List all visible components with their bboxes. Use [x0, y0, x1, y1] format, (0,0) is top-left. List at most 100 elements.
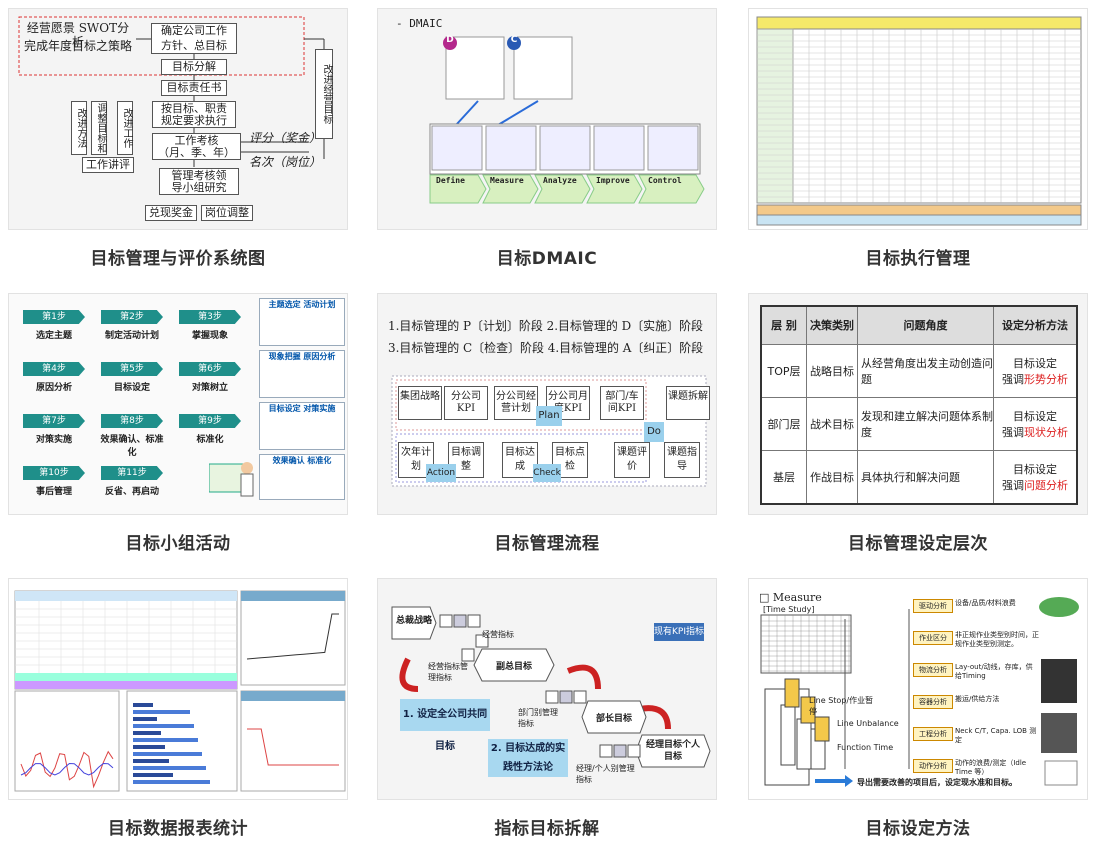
process-line-2: 3.目标管理的 C〔检查〕阶段 4.目标管理的 A〔纠正〕阶段 [388, 341, 704, 356]
method-tag-4: 容器分析 [913, 695, 953, 709]
method-desc-3: Lay-out/动线，存库，供给Timing [955, 663, 1033, 680]
score-bonus: 评分（奖金） [249, 131, 322, 145]
caption-reports[interactable]: 目标数据报表统计 [108, 819, 248, 839]
dept-target: 部长目标 [595, 714, 632, 724]
card-system-diagram[interactable]: 经营愿景 SWOT分析 完成年度目标之策略 确定公司工作 方针、总目标 目标分解… [8, 8, 348, 230]
phase-improve: Improve [596, 176, 630, 185]
process-top-box-5: 部门/车间KPI [600, 386, 644, 420]
improve-method: 改进方法 [71, 101, 87, 155]
caption-levels[interactable]: 目标管理设定层次 [848, 534, 988, 554]
kpi-button[interactable]: 现有KPI指标 [654, 623, 704, 641]
row-base-type: 作战目标 [806, 449, 858, 505]
post-adjust: 岗位调整 [201, 205, 253, 221]
row-base-angle: 具体执行和解决问题 [857, 449, 994, 505]
side-panel-2-label: 现象把握 原因分析 [268, 352, 336, 361]
card-levels[interactable]: 层 别 决策类别 问题角度 设定分析方法 TOP层 战略目标 从经营角度出发主动… [748, 293, 1088, 515]
method-tag-2: 作业区分 [913, 631, 953, 645]
label-dept-index: 部门别管理指标 [518, 708, 558, 728]
execution-spreadsheet [756, 16, 1082, 226]
step-label-6: 对策树立 [191, 383, 228, 393]
header-type: 决策类别 [806, 305, 858, 345]
step-label-2: 制定活动计划 [104, 331, 159, 341]
method-bottom: 导出需要改善的项目后，设定现水准和目标。 [857, 778, 1017, 787]
levels-table: 层 别 决策类别 问题角度 设定分析方法 TOP层 战略目标 从经营角度出发主动… [760, 305, 1078, 505]
caption-method[interactable]: 目标设定方法 [865, 819, 971, 839]
method-title: □ Measure [759, 591, 822, 604]
caption-process[interactable]: 目标管理流程 [494, 534, 600, 554]
row-dept-level: 部门层 [760, 396, 807, 451]
card-method[interactable]: □ Measure [Time Study] Line Stop/作业暂停 Li… [748, 578, 1088, 800]
label-personal-index: 经理/个人别管理指标 [576, 764, 635, 784]
card-dmaic[interactable]: - DMAIC D C Define Measure Analyze Impro… [377, 8, 717, 230]
process-bottom-box-6: 课题指导 [664, 442, 700, 478]
blue-step-2: 2. 目标达成的实践性方法论 [488, 739, 568, 777]
row-base-method: 目标设定强调问题分析 [993, 449, 1078, 505]
card-execution[interactable] [748, 8, 1088, 230]
label-biz-index: 经营指标 [482, 630, 514, 639]
card-decompose[interactable]: 总裁战略 副总目标 部长目标 经理目标个人目标 1. 设定全公司共同目标 2. … [377, 578, 717, 800]
step-number-11: 第11步 [101, 466, 163, 480]
step-label-10: 事后管理 [35, 487, 72, 497]
side-panel-4-label: 效果确认 标准化 [272, 456, 332, 465]
step-label-1: 选定主题 [35, 331, 72, 341]
header-level: 层 别 [760, 305, 807, 345]
levels-header-row: 层 别 决策类别 问题角度 设定分析方法 [760, 305, 1078, 345]
company-policy-1: 确定公司工作 [151, 23, 237, 39]
caption-system-diagram[interactable]: 目标管理与评价系统图 [90, 249, 266, 269]
header-angle: 问题角度 [857, 305, 994, 345]
step-label-11: 反省、再启动 [104, 487, 159, 497]
process-bottom-box-3: 目标达成 [502, 442, 538, 478]
row-dept-angle: 发现和建立解决问题体系制度 [857, 396, 994, 451]
process-top-box-6: 课题拆解 [666, 386, 710, 420]
card-process[interactable]: 1.目标管理的 P〔计划〕阶段 2.目标管理的 D〔实施〕阶段 3.目标管理的 … [377, 293, 717, 515]
card-group-activity[interactable]: 第1步选定主题第2步制定活动计划第3步掌握现象第4步原因分析第5步目标设定第6步… [8, 293, 348, 515]
step-number-4: 第4步 [23, 362, 85, 376]
side-panels: 主题选定 活动计划 现象把握 原因分析 目标设定 对策实施 效果确认 标准化 [259, 298, 345, 500]
leader-group-2: 导小组研究 [159, 181, 239, 195]
step-number-9: 第9步 [179, 414, 241, 428]
dmaic-title: - DMAIC [396, 17, 443, 30]
row-base-level: 基层 [760, 449, 807, 505]
plan-tag: Plan [536, 406, 562, 426]
method-line-3: Function Time [837, 743, 894, 752]
execute-1: 按目标、职责 [152, 101, 236, 115]
method-tag-1: 驱动分析 [913, 599, 953, 613]
side-panel-2: 现象把握 原因分析 [259, 350, 345, 398]
method-line-2: Line Unbalance [837, 719, 899, 728]
check-tag: Check [533, 464, 561, 482]
side-panel-1: 主题选定 活动计划 [259, 298, 345, 346]
step-label-7: 对策实施 [35, 435, 72, 445]
step-label-3: 掌握现象 [191, 331, 228, 341]
improve-work: 改进工作 [117, 101, 133, 155]
method-tag-6: 动作分析 [913, 759, 953, 773]
work-assess-1: 工作考核 [152, 133, 241, 147]
phase-define: Define [436, 176, 465, 185]
step-label-5: 目标设定 [113, 383, 150, 393]
step-number-3: 第3步 [179, 310, 241, 324]
phase-measure: Measure [490, 176, 524, 185]
row-dept-type: 战术目标 [806, 396, 858, 451]
label-mgmt-index: 经营指标管理指标 [428, 662, 468, 682]
method-desc-4: 搬运/供给方法 [955, 695, 1000, 703]
step-number-10: 第10步 [23, 466, 85, 480]
step-label-9: 标准化 [196, 435, 224, 445]
blue-step-1: 1. 设定全公司共同目标 [400, 699, 490, 752]
c-badge: C [510, 35, 518, 45]
row-top-level: TOP层 [760, 343, 807, 398]
step-number-8: 第8步 [101, 414, 163, 428]
caption-execution[interactable]: 目标执行管理 [865, 249, 971, 269]
step-number-6: 第6步 [179, 362, 241, 376]
caption-dmaic[interactable]: 目标DMAIC [496, 249, 598, 269]
process-line-1: 1.目标管理的 P〔计划〕阶段 2.目标管理的 D〔实施〕阶段 [388, 319, 703, 334]
presenter-illustration [209, 462, 254, 497]
caption-group-activity[interactable]: 目标小组活动 [125, 534, 231, 554]
method-tag-5: 工程分析 [913, 727, 953, 741]
row-top-type: 战略目标 [806, 343, 858, 398]
card-reports[interactable] [8, 578, 348, 800]
side-panel-3-label: 目标设定 对策实施 [268, 404, 336, 413]
step-number-1: 第1步 [23, 310, 85, 324]
caption-decompose[interactable]: 指标目标拆解 [494, 819, 600, 839]
method-desc-5: Neck C/T, Capa. LOB 测定 [955, 727, 1037, 744]
process-bottom-box-5: 课题评价 [614, 442, 650, 478]
side-panel-4: 效果确认 标准化 [259, 454, 345, 500]
